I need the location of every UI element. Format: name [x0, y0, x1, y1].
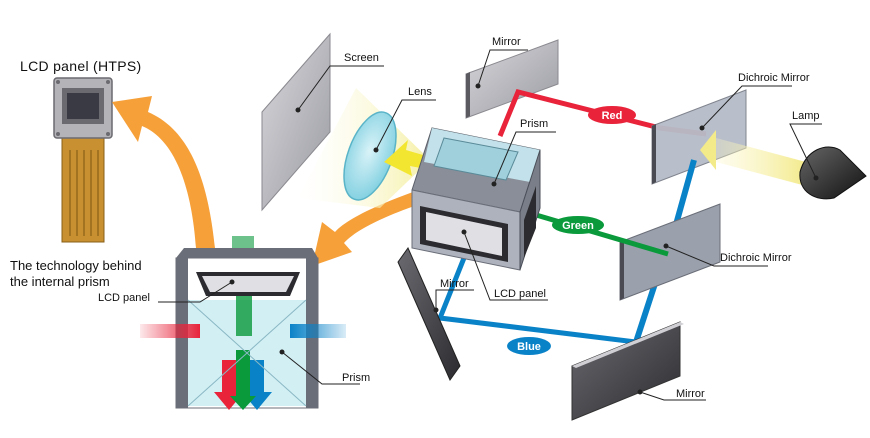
dichroic-mirror-mid — [619, 203, 721, 301]
lamp-beam — [716, 138, 806, 186]
label-prism-center: Prism — [520, 118, 549, 130]
label-lamp: Lamp — [792, 110, 820, 122]
green-beam — [525, 209, 669, 257]
leader-lines — [158, 49, 822, 401]
mirror-left — [397, 246, 461, 382]
red-pill: Red — [588, 106, 636, 124]
label-lcd-panel-htps: LCD panel (HTPS) — [20, 58, 142, 74]
label-lcd-panel-left: LCD panel — [98, 292, 150, 304]
svg-text:Red: Red — [602, 110, 623, 122]
label-mirror-left: Mirror — [440, 278, 469, 290]
label-lcd-panel-center: LCD panel — [494, 288, 546, 300]
label-mirror-top: Mirror — [492, 36, 521, 48]
svg-text:Blue: Blue — [517, 341, 541, 353]
lamp-icon — [799, 146, 867, 200]
label-dichroic-mirror-top: Dichroic Mirror — [738, 72, 810, 84]
label-mirror-bottom: Mirror — [676, 388, 705, 400]
svg-text:Green: Green — [562, 220, 594, 232]
inset-prism-structure — [140, 236, 346, 410]
label-lens: Lens — [408, 86, 432, 98]
lcd-htps-chip — [53, 77, 113, 243]
leader-dots — [229, 83, 819, 395]
label-dichroic-mirror-mid: Dichroic Mirror — [720, 252, 792, 264]
mirror-bottom — [571, 321, 681, 421]
dichroic-mirror-top — [651, 89, 747, 185]
blue-pill: Blue — [507, 337, 551, 355]
orange-arrow-up — [112, 96, 215, 248]
label-screen: Screen — [344, 52, 379, 64]
label-prism-left: Prism — [342, 372, 371, 384]
green-pill: Green — [552, 216, 604, 234]
prism-block-center — [411, 127, 541, 271]
label-technology-line1: The technology behind — [10, 258, 142, 273]
screen-panel — [261, 32, 331, 212]
label-technology-line2: the internal prism — [10, 274, 110, 289]
